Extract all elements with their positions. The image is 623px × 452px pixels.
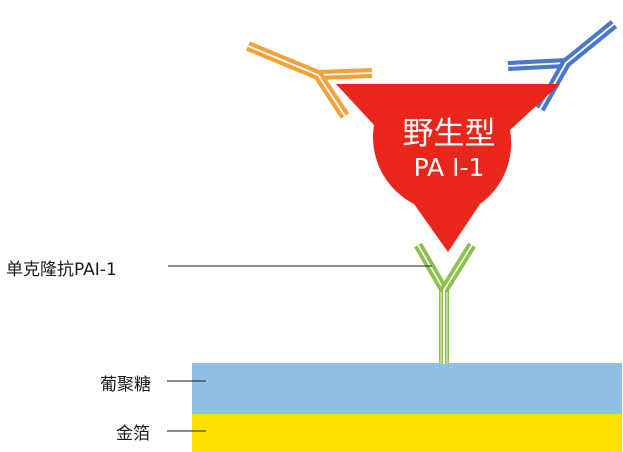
pai1-antigen-shape — [336, 84, 560, 252]
orange-antibody — [246, 41, 373, 119]
monoclonal-antibody — [414, 242, 476, 364]
antigen-name-line1: 野生型 — [402, 116, 496, 152]
blue-antibody — [507, 20, 618, 112]
antibody-label: 单克隆抗PAI-1 — [6, 260, 117, 280]
dextran-label: 葡聚糖 — [100, 375, 151, 395]
gold-foil-layer — [192, 413, 622, 452]
antigen-name-line2: PA I-1 — [413, 153, 485, 182]
dextran-layer — [192, 363, 622, 414]
gold-foil-label: 金箔 — [116, 424, 150, 444]
